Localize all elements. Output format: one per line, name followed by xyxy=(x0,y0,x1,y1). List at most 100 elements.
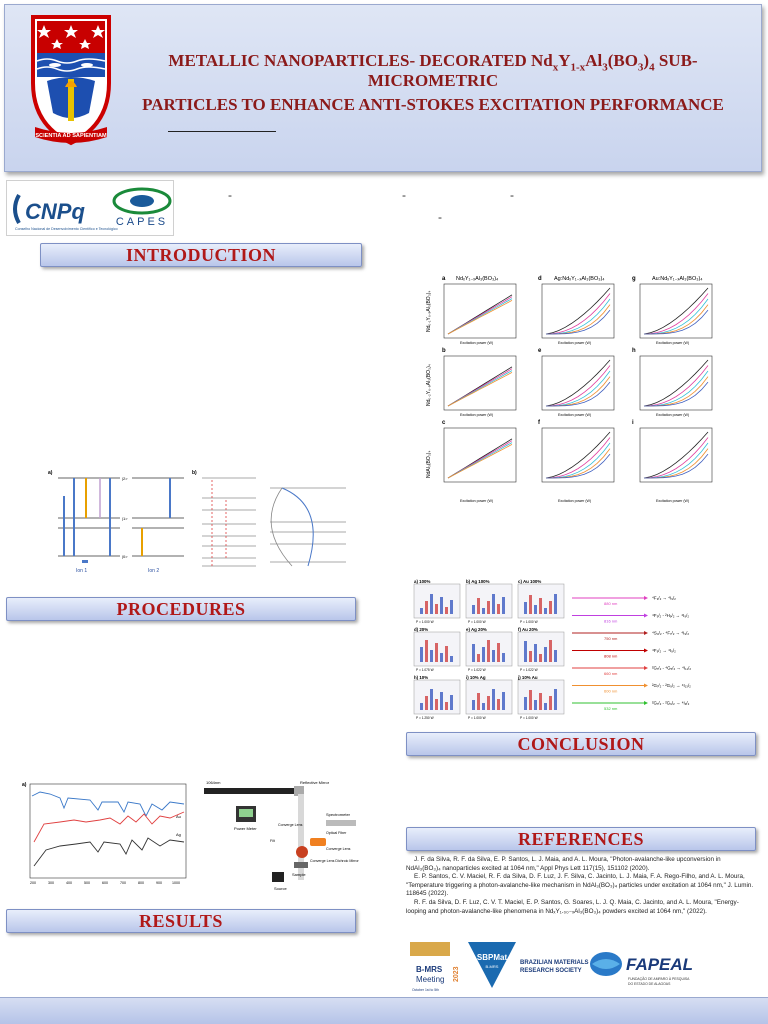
author-dash: - xyxy=(438,210,442,224)
map-peak xyxy=(445,607,448,614)
emission-arrowhead xyxy=(644,666,648,670)
map-peak xyxy=(477,654,480,662)
svg-text:g: g xyxy=(632,276,636,282)
svg-text:700: 700 xyxy=(120,881,126,885)
section-results: RESULTS xyxy=(6,909,356,933)
map-peak xyxy=(534,700,537,710)
reference-3: R. F. da Silva, D. F. Luz, C. V. T. Maci… xyxy=(406,898,739,915)
power-curve xyxy=(545,437,611,479)
map-peak xyxy=(502,597,505,614)
power-dependence-figure: NdₓY₁₋ₓAl₃(BO₃)₄ Ag:NdₓY₁₋ₓAl₃(BO₃)₄ Au:… xyxy=(420,272,726,504)
cnpq-subtitle: Conselho Nacional de Desenvolvimento Cie… xyxy=(15,227,118,231)
svg-text:Converge Lens: Converge Lens xyxy=(326,847,351,851)
power-panel-frame xyxy=(443,283,517,339)
power-curve xyxy=(643,437,709,479)
map-peak xyxy=(450,695,453,710)
map-peak xyxy=(430,650,433,662)
svg-text:|1>: |1> xyxy=(122,516,128,521)
map-panel-power: P = 1.000 W xyxy=(468,620,486,624)
emission-arrowhead xyxy=(644,648,648,653)
power-curve xyxy=(546,453,611,479)
capes-logo-text: CAPES xyxy=(116,216,168,228)
power-curve xyxy=(643,431,709,479)
map-peak xyxy=(502,653,505,662)
map-peak xyxy=(544,647,547,662)
svg-text:|0>: |0> xyxy=(122,554,128,559)
map-peak xyxy=(420,647,423,662)
map-peak xyxy=(445,702,448,710)
poster-title-line-1: METALLIC NANOPARTICLES- DECORATED NdxY1-… xyxy=(168,51,698,74)
emission-transition: ⁴S₃/₂ - ⁴F₇/₂ → ⁴I₉/₂ xyxy=(652,631,689,636)
experimental-setup-figure: 1064nm Reflective Mirror Power Meter Spe… xyxy=(198,776,366,892)
map-peak xyxy=(482,608,485,614)
map-peak xyxy=(549,696,552,710)
svg-text:Excitation power (W): Excitation power (W) xyxy=(656,499,689,503)
power-curve xyxy=(447,372,513,407)
svg-text:Source: Source xyxy=(274,886,287,891)
svg-text:Ag:NdₓY₁₋ₓAl₃(BO₃)₄: Ag:NdₓY₁₋ₓAl₃(BO₃)₄ xyxy=(554,276,605,282)
map-peak xyxy=(450,600,453,614)
map-peak xyxy=(430,689,433,710)
svg-text:Excitation power (W): Excitation power (W) xyxy=(460,499,493,503)
svg-text:500: 500 xyxy=(84,881,90,885)
svg-text:Ag: Ag xyxy=(176,832,181,837)
emission-transition: ²G₇/₂ - ²G₉/₂ → ⁴I₉/₂ xyxy=(652,701,690,706)
emission-transition: ⁴F₃/₂ → ⁴I₉/₂ xyxy=(652,596,676,601)
map-peak xyxy=(492,594,495,614)
svg-text:Excitation power (W): Excitation power (W) xyxy=(656,341,689,345)
svg-text:Power Meter: Power Meter xyxy=(234,826,257,831)
svg-text:Nd₀.₁Y₀.₉Al₃(BO₃)₄: Nd₀.₁Y₀.₉Al₃(BO₃)₄ xyxy=(426,291,432,332)
map-peak xyxy=(524,641,527,662)
map-peak xyxy=(445,646,448,662)
map-panel-label: b) Ag 100% xyxy=(466,579,490,584)
map-panel-power: P = 1.000 W xyxy=(416,620,434,624)
svg-text:Converge Lens: Converge Lens xyxy=(278,823,303,827)
map-panel-power: P = 1.022 W xyxy=(468,668,486,672)
map-peak xyxy=(472,644,475,662)
svg-text:Optical Fiber: Optical Fiber xyxy=(326,831,347,835)
svg-text:900: 900 xyxy=(156,881,162,885)
map-panel-power: P = 1.000 W xyxy=(520,716,538,720)
map-panel-power: P = 1.000 W xyxy=(520,620,538,624)
power-curve xyxy=(447,300,513,335)
map-peak xyxy=(554,650,557,662)
power-curve xyxy=(643,293,709,335)
cnpq-logo-text: CNPq xyxy=(25,199,85,224)
svg-text:600: 600 xyxy=(102,881,108,885)
svg-text:Excitation power (W): Excitation power (W) xyxy=(558,341,591,345)
svg-text:2023: 2023 xyxy=(453,966,460,982)
power-curve xyxy=(644,376,709,407)
poster-title-line-3: PARTICLES TO ENHANCE ANTI-STOKES EXCITAT… xyxy=(142,95,724,114)
svg-text:Nd₀.₂Y₀.₈Al₃(BO₃)₄: Nd₀.₂Y₀.₈Al₃(BO₃)₄ xyxy=(426,364,432,406)
map-peak xyxy=(487,601,490,614)
map-peak xyxy=(544,608,547,614)
svg-text:400: 400 xyxy=(66,881,72,885)
power-curve xyxy=(644,381,709,407)
power-curve xyxy=(644,453,709,479)
absorption-spectra-figure: a) Au Ag 200 300 400 500 600 700 800 900… xyxy=(20,780,190,888)
power-curve xyxy=(545,365,611,407)
sbpmat-logo-text: SBPMat xyxy=(477,953,508,962)
power-curve xyxy=(545,293,611,335)
svg-text:October 1st to 5th: October 1st to 5th xyxy=(412,988,439,992)
svg-text:B-MRS: B-MRS xyxy=(486,964,499,969)
map-panel-power: P = 1.022 W xyxy=(520,668,538,672)
svg-text:FUNDAÇÃO DE AMPARO À PESQUISA: FUNDAÇÃO DE AMPARO À PESQUISA DO ESTADO … xyxy=(628,976,690,986)
power-curve xyxy=(546,309,611,335)
map-peak xyxy=(482,647,485,662)
power-curve xyxy=(643,365,709,407)
map-panel-power: P = 1.250 W xyxy=(416,716,434,720)
svg-text:Au:NdₓY₁₋ₓAl₃(BO₃)₄: Au:NdₓY₁₋ₓAl₃(BO₃)₄ xyxy=(652,276,703,282)
map-peak xyxy=(420,608,423,614)
map-panel-label: e) Ag 20% xyxy=(466,627,487,632)
poster-header: SCIENTIA AD SAPIENTIAM METALLIC NANOPART… xyxy=(4,4,762,172)
map-peak xyxy=(425,640,428,662)
svg-text:NdₓY₁₋ₓAl₃(BO₃)₄: NdₓY₁₋ₓAl₃(BO₃)₄ xyxy=(456,276,499,282)
svg-text:h: h xyxy=(632,348,636,354)
section-conclusion: CONCLUSION xyxy=(406,732,756,756)
panel-grid: NdₓY₁₋ₓAl₃(BO₃)₄ Ag:NdₓY₁₋ₓAl₃(BO₃)₄ Au:… xyxy=(426,276,703,478)
map-peak xyxy=(524,697,527,710)
map-peak xyxy=(472,700,475,710)
emission-wavelength: 532 nm xyxy=(604,706,618,711)
map-peak xyxy=(482,703,485,710)
